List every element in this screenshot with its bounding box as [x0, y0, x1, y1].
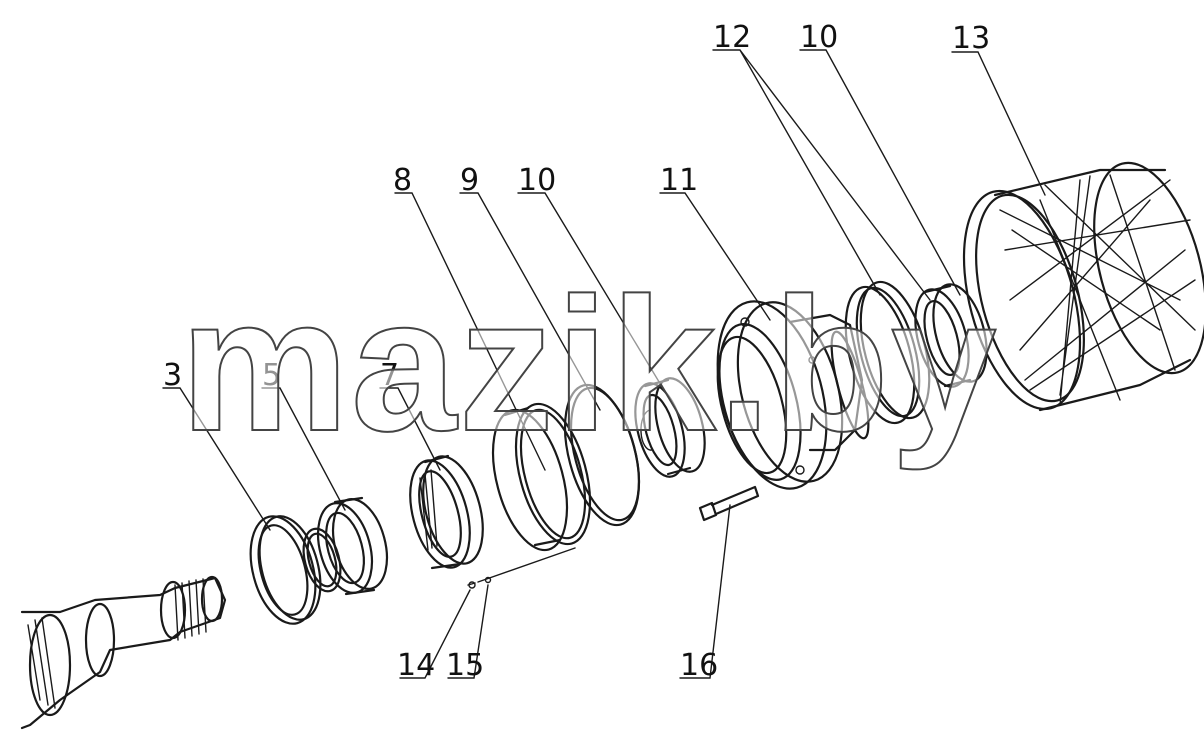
leader-lines — [162, 49, 1046, 679]
callout-9: 9 — [460, 163, 479, 198]
callout-12: 12 — [713, 20, 751, 55]
callout-8: 8 — [393, 163, 412, 198]
callout-10: 10 — [518, 163, 556, 198]
callout-11: 11 — [660, 163, 698, 198]
part-12-o-rings — [844, 280, 931, 425]
callout-14: 14 — [397, 648, 435, 683]
callout-7: 7 — [380, 358, 399, 393]
part-5-bearing — [302, 496, 389, 596]
callout-13: 13 — [952, 21, 990, 56]
callout-3: 3 — [163, 358, 182, 393]
part-16-bolt — [698, 485, 760, 522]
callout-15: 15 — [446, 648, 484, 683]
callout-5: 5 — [262, 358, 281, 393]
callout-labels: 3 5 7 8 9 10 11 12 10 13 14 15 16 — [163, 20, 990, 683]
watermark: mazik.by — [180, 259, 999, 471]
callout-16: 16 — [680, 648, 718, 683]
part-10b-bearing — [914, 283, 988, 388]
splined-shaft — [20, 575, 227, 730]
part-10-bearing — [634, 377, 706, 478]
callout-10b: 10 — [800, 20, 838, 55]
part-7-cup-seal — [409, 454, 484, 570]
part-13-hub — [962, 161, 1204, 412]
part-11-housing — [716, 300, 870, 490]
part-14-15-screw — [467, 547, 576, 589]
part-3-seal — [249, 515, 322, 625]
